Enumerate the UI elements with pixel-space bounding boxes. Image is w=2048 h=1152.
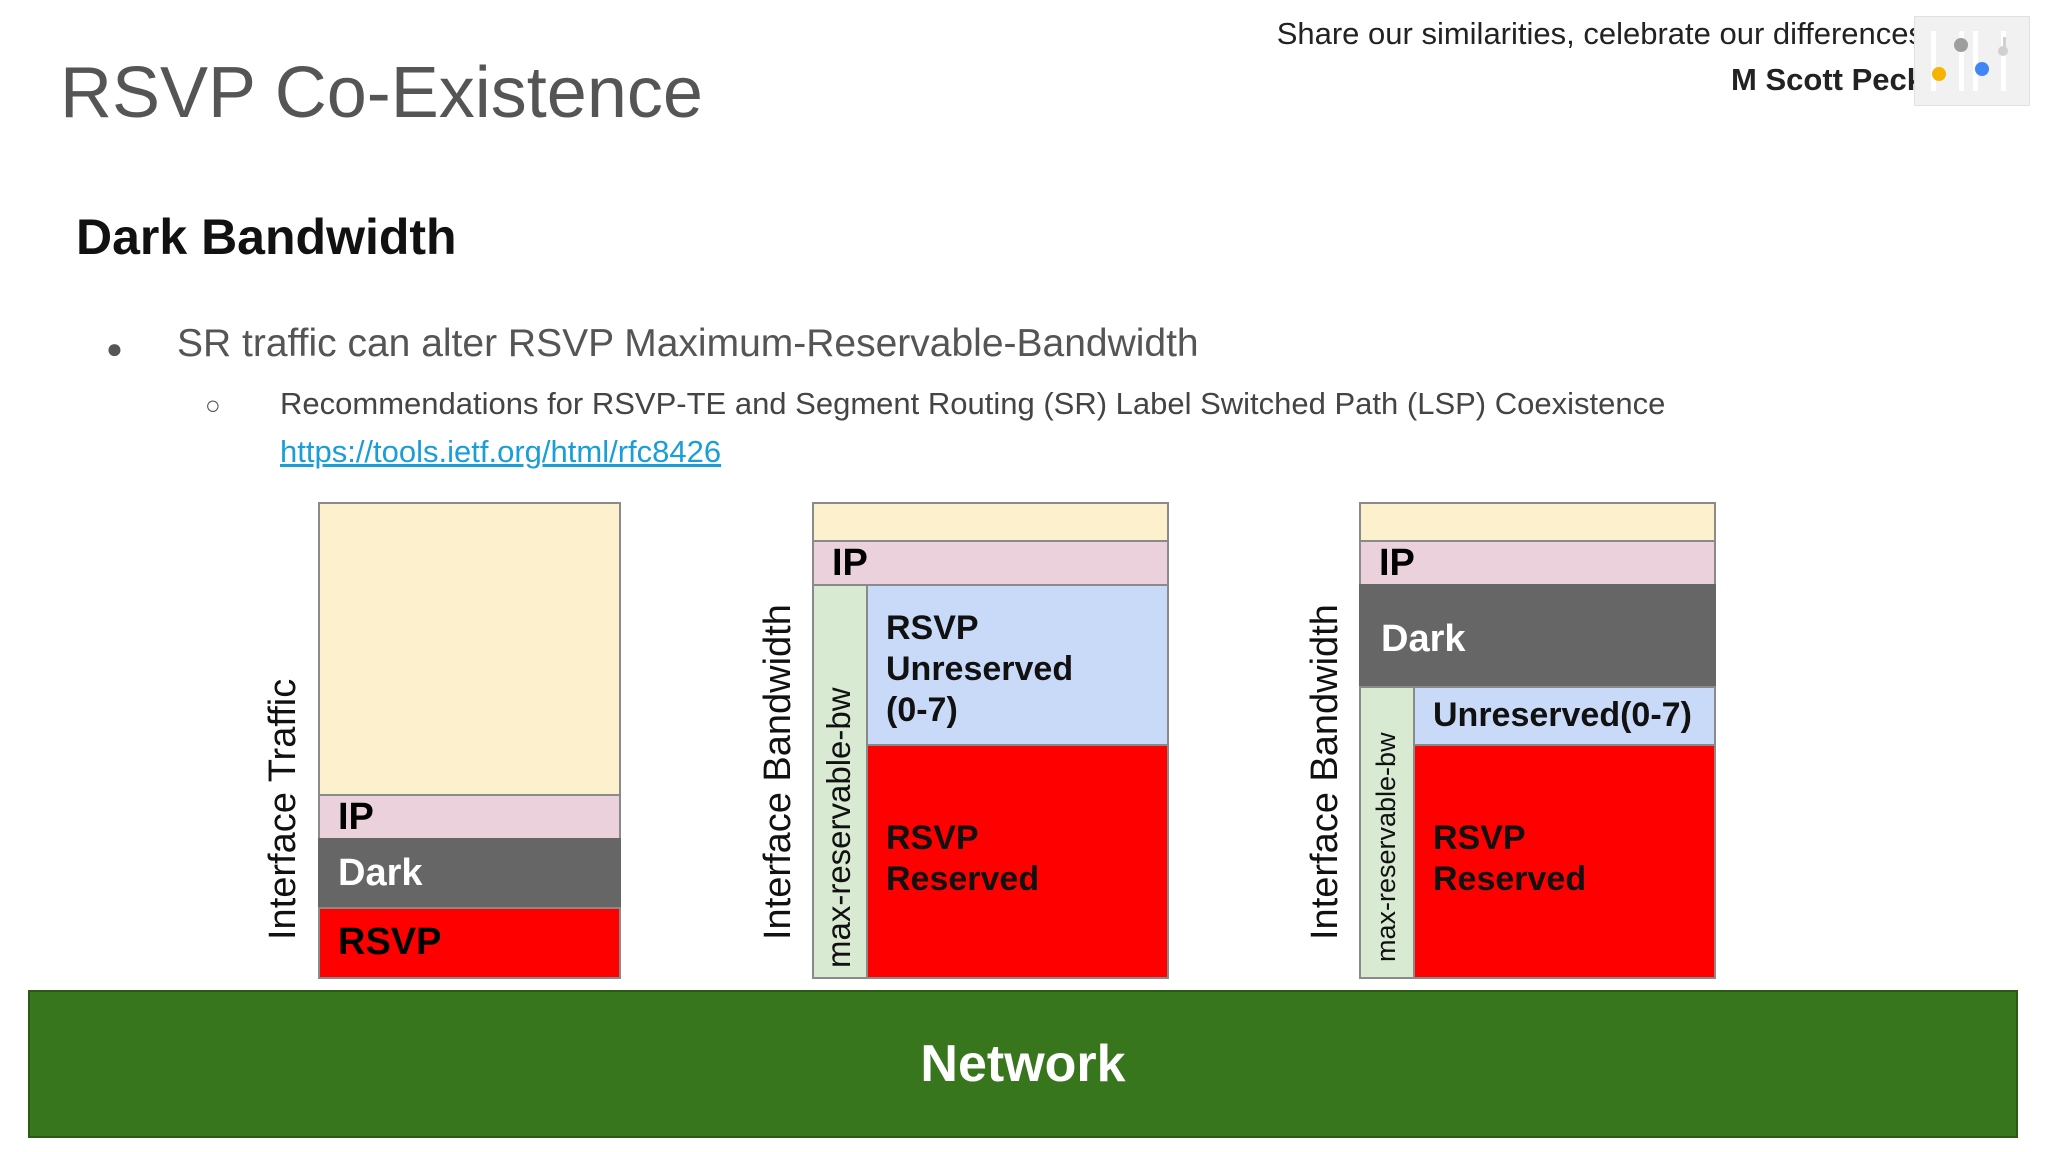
reserved-line-1: RSVP	[1433, 819, 1526, 857]
axis-label-interface-bandwidth: Interface Bandwidth	[1304, 604, 1346, 940]
rsvp-reserved-label: RSVP Reserved	[1433, 818, 1586, 900]
ip-label: IP	[1379, 542, 1415, 584]
bullet-sub-text: Recommendations for RSVP-TE and Segment …	[280, 386, 1666, 421]
reserved-line-2: Reserved	[886, 860, 1040, 898]
unreserved-line-3: (0-7)	[886, 691, 958, 729]
max-reservable-bw-bar: max-reservable-bw	[1359, 686, 1415, 979]
ip-block: IP	[1359, 540, 1716, 586]
unreserved-block: Unreserved(0-7)	[1413, 686, 1716, 746]
rsvp-block: RSVP	[318, 907, 621, 979]
ip-label: IP	[832, 542, 868, 584]
bullet-main-text: SR traffic can alter RSVP Maximum-Reserv…	[177, 322, 1199, 365]
max-reservable-bw-label: max-reservable-bw	[1371, 732, 1401, 962]
ip-label: IP	[338, 796, 374, 838]
conference-logo-icon	[1914, 16, 2030, 106]
dark-label: Dark	[338, 852, 423, 894]
section-heading: Dark Bandwidth	[76, 209, 457, 265]
max-reservable-bw-label: max-reservable-bw	[820, 687, 857, 968]
network-label: Network	[920, 1035, 1126, 1093]
axis-label-interface-bandwidth: Interface Bandwidth	[757, 604, 799, 940]
max-reservable-bw-bar: max-reservable-bw	[812, 584, 868, 979]
rsvp-unreserved-label: RSVP Unreserved (0-7)	[886, 608, 1073, 731]
ip-block: IP	[318, 794, 621, 840]
unreserved-line-2: Unreserved	[886, 650, 1074, 688]
headroom-block	[812, 502, 1169, 542]
unreserved-label: Unreserved(0-7)	[1433, 696, 1692, 734]
conference-logo-graphic	[1931, 31, 2008, 91]
network-block: Network	[28, 990, 2018, 1138]
bullet-dot-icon: ●	[106, 333, 123, 364]
tagline: Share our similarities, celebrate our di…	[1276, 16, 1924, 51]
reserved-line-2: Reserved	[1433, 860, 1587, 898]
dark-block: Dark	[318, 838, 621, 909]
rsvp-reserved-block: RSVP Reserved	[866, 744, 1169, 979]
rsvp-unreserved-block: RSVP Unreserved (0-7)	[866, 584, 1169, 746]
slide-title: RSVP Co-Existence	[60, 53, 703, 133]
rsvp-reserved-block: RSVP Reserved	[1413, 744, 1716, 979]
unreserved-line-1: RSVP	[886, 609, 979, 647]
traffic-headroom-block	[318, 502, 621, 796]
reserved-line-1: RSVP	[886, 819, 979, 857]
rfc-link[interactable]: https://tools.ietf.org/html/rfc8426	[280, 434, 722, 469]
dark-label: Dark	[1381, 618, 1466, 660]
author-name: M Scott Peck	[1731, 62, 1924, 97]
headroom-block	[1359, 502, 1716, 542]
axis-label-interface-traffic: Interface Traffic	[262, 678, 304, 940]
rsvp-reserved-label: RSVP Reserved	[886, 818, 1039, 900]
ip-block: IP	[812, 540, 1169, 586]
dark-block: Dark	[1359, 584, 1716, 688]
rsvp-label: RSVP	[338, 921, 442, 963]
sub-bullet-circle-icon: ○	[205, 390, 221, 420]
